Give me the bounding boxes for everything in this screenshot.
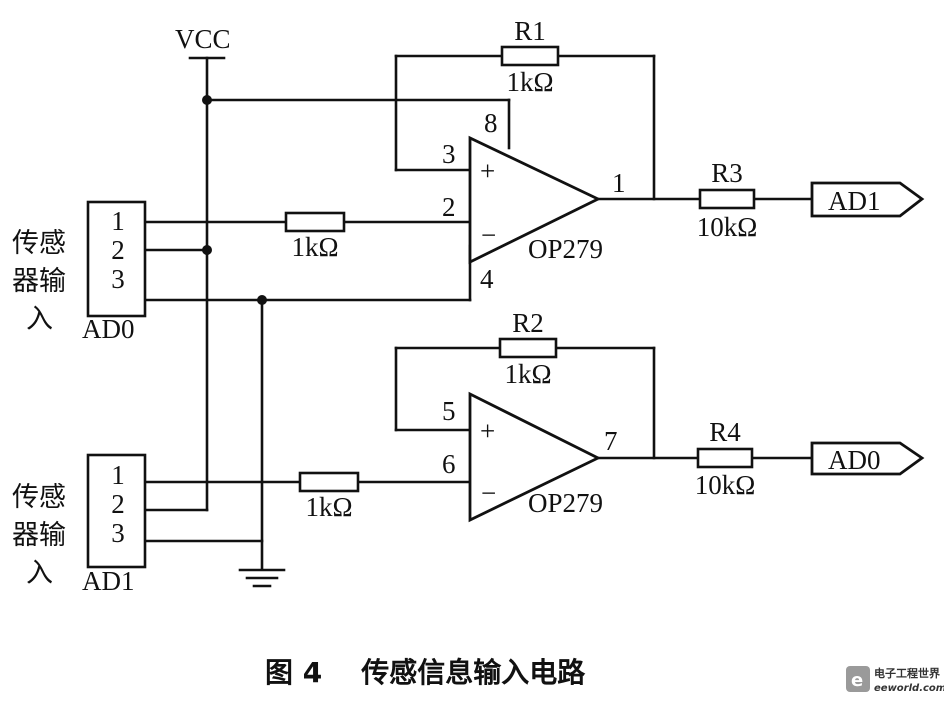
vcc-label: VCC: [175, 24, 231, 54]
resistor-ref-r3: R3: [711, 158, 743, 188]
output-port-ad1: [810, 181, 925, 218]
opamp-pin-number: 1: [612, 168, 626, 198]
opamp-pin-number: 4: [480, 264, 494, 294]
connector-pin-label: 2: [111, 235, 125, 265]
resistor-r3: [698, 188, 756, 210]
opamp-minus-sign: −: [481, 220, 496, 250]
resistor-value-input-lower: 1kΩ: [305, 492, 352, 522]
output-port-ad0: [810, 441, 925, 476]
sensor-input-label: 传感: [12, 482, 66, 513]
sensor-input-label: 器输: [12, 266, 66, 297]
sensor-input-label: 传感: [12, 228, 66, 259]
opamp-part-label: OP279: [528, 234, 603, 264]
opamp-part-label: OP279: [528, 488, 603, 518]
opamp-pin-number: 3: [442, 139, 456, 169]
opamp-pin-number: 6: [442, 449, 456, 479]
watermark-logo: e: [846, 666, 870, 692]
watermark-line2: eeworld.com.cn: [874, 683, 944, 694]
junction-dot: [257, 295, 267, 305]
resistor-input-lower: [298, 471, 360, 493]
connector-pin-label: 2: [111, 489, 125, 519]
output-port-label-ad1: AD1: [828, 186, 881, 216]
upper-amplifier-wiring: [143, 54, 814, 252]
connector-ad1: [86, 453, 147, 569]
watermark-line1: 电子工程世界: [874, 666, 940, 680]
opamp-pin-number: 5: [442, 396, 456, 426]
resistor-value-r2: 1kΩ: [504, 359, 551, 389]
resistor-r4: [696, 447, 754, 469]
connector-pin-label: 1: [111, 460, 125, 490]
opamp-pin-number: 7: [604, 426, 618, 456]
sensor-input-label: 入: [26, 558, 53, 589]
resistor-value-r1: 1kΩ: [506, 67, 553, 97]
resistor-value-input-upper: 1kΩ: [291, 232, 338, 262]
vcc-rail: [188, 56, 511, 512]
connector-name-label: AD1: [82, 566, 135, 596]
connector-pin-label: 3: [111, 264, 125, 294]
opamp-plus-sign: +: [480, 416, 495, 446]
resistor-value-r4: 10kΩ: [695, 470, 756, 500]
opamp-plus-sign: +: [480, 156, 495, 186]
opamp-pin-number: 8: [484, 108, 498, 138]
resistor-r1: [500, 45, 560, 67]
connector-name-label: AD0: [82, 314, 135, 344]
resistor-ref-r1: R1: [514, 16, 546, 46]
labels-layer: VCC123AD0123AD1传感器输入传感器输入R11kΩR21kΩR310k…: [12, 16, 944, 694]
opamp-pin-number: 2: [442, 192, 456, 222]
resistor-ref-r4: R4: [709, 417, 741, 447]
connector-ad0: [86, 200, 147, 318]
resistor-value-r3: 10kΩ: [697, 212, 758, 242]
resistor-input-upper: [284, 211, 346, 233]
junction-dot: [202, 95, 212, 105]
sensor-input-label: 入: [26, 304, 53, 335]
opamp-lower: [468, 391, 602, 523]
resistor-r2: [498, 337, 558, 359]
connector-pin-label: 3: [111, 518, 125, 548]
connector-pin-label: 1: [111, 206, 125, 236]
svg-text:e: e: [851, 670, 863, 691]
resistor-ref-r2: R2: [512, 308, 544, 338]
output-port-label-ad0: AD0: [828, 445, 881, 475]
sensor-input-label: 器输: [12, 520, 66, 551]
ground-rail: [143, 244, 472, 588]
lower-amplifier-wiring: [143, 346, 814, 512]
opamp-upper: [468, 135, 602, 265]
figure-caption: 图 4 传感信息输入电路: [265, 656, 586, 689]
opamp-minus-sign: −: [481, 478, 496, 508]
ground-symbol: [238, 568, 286, 588]
